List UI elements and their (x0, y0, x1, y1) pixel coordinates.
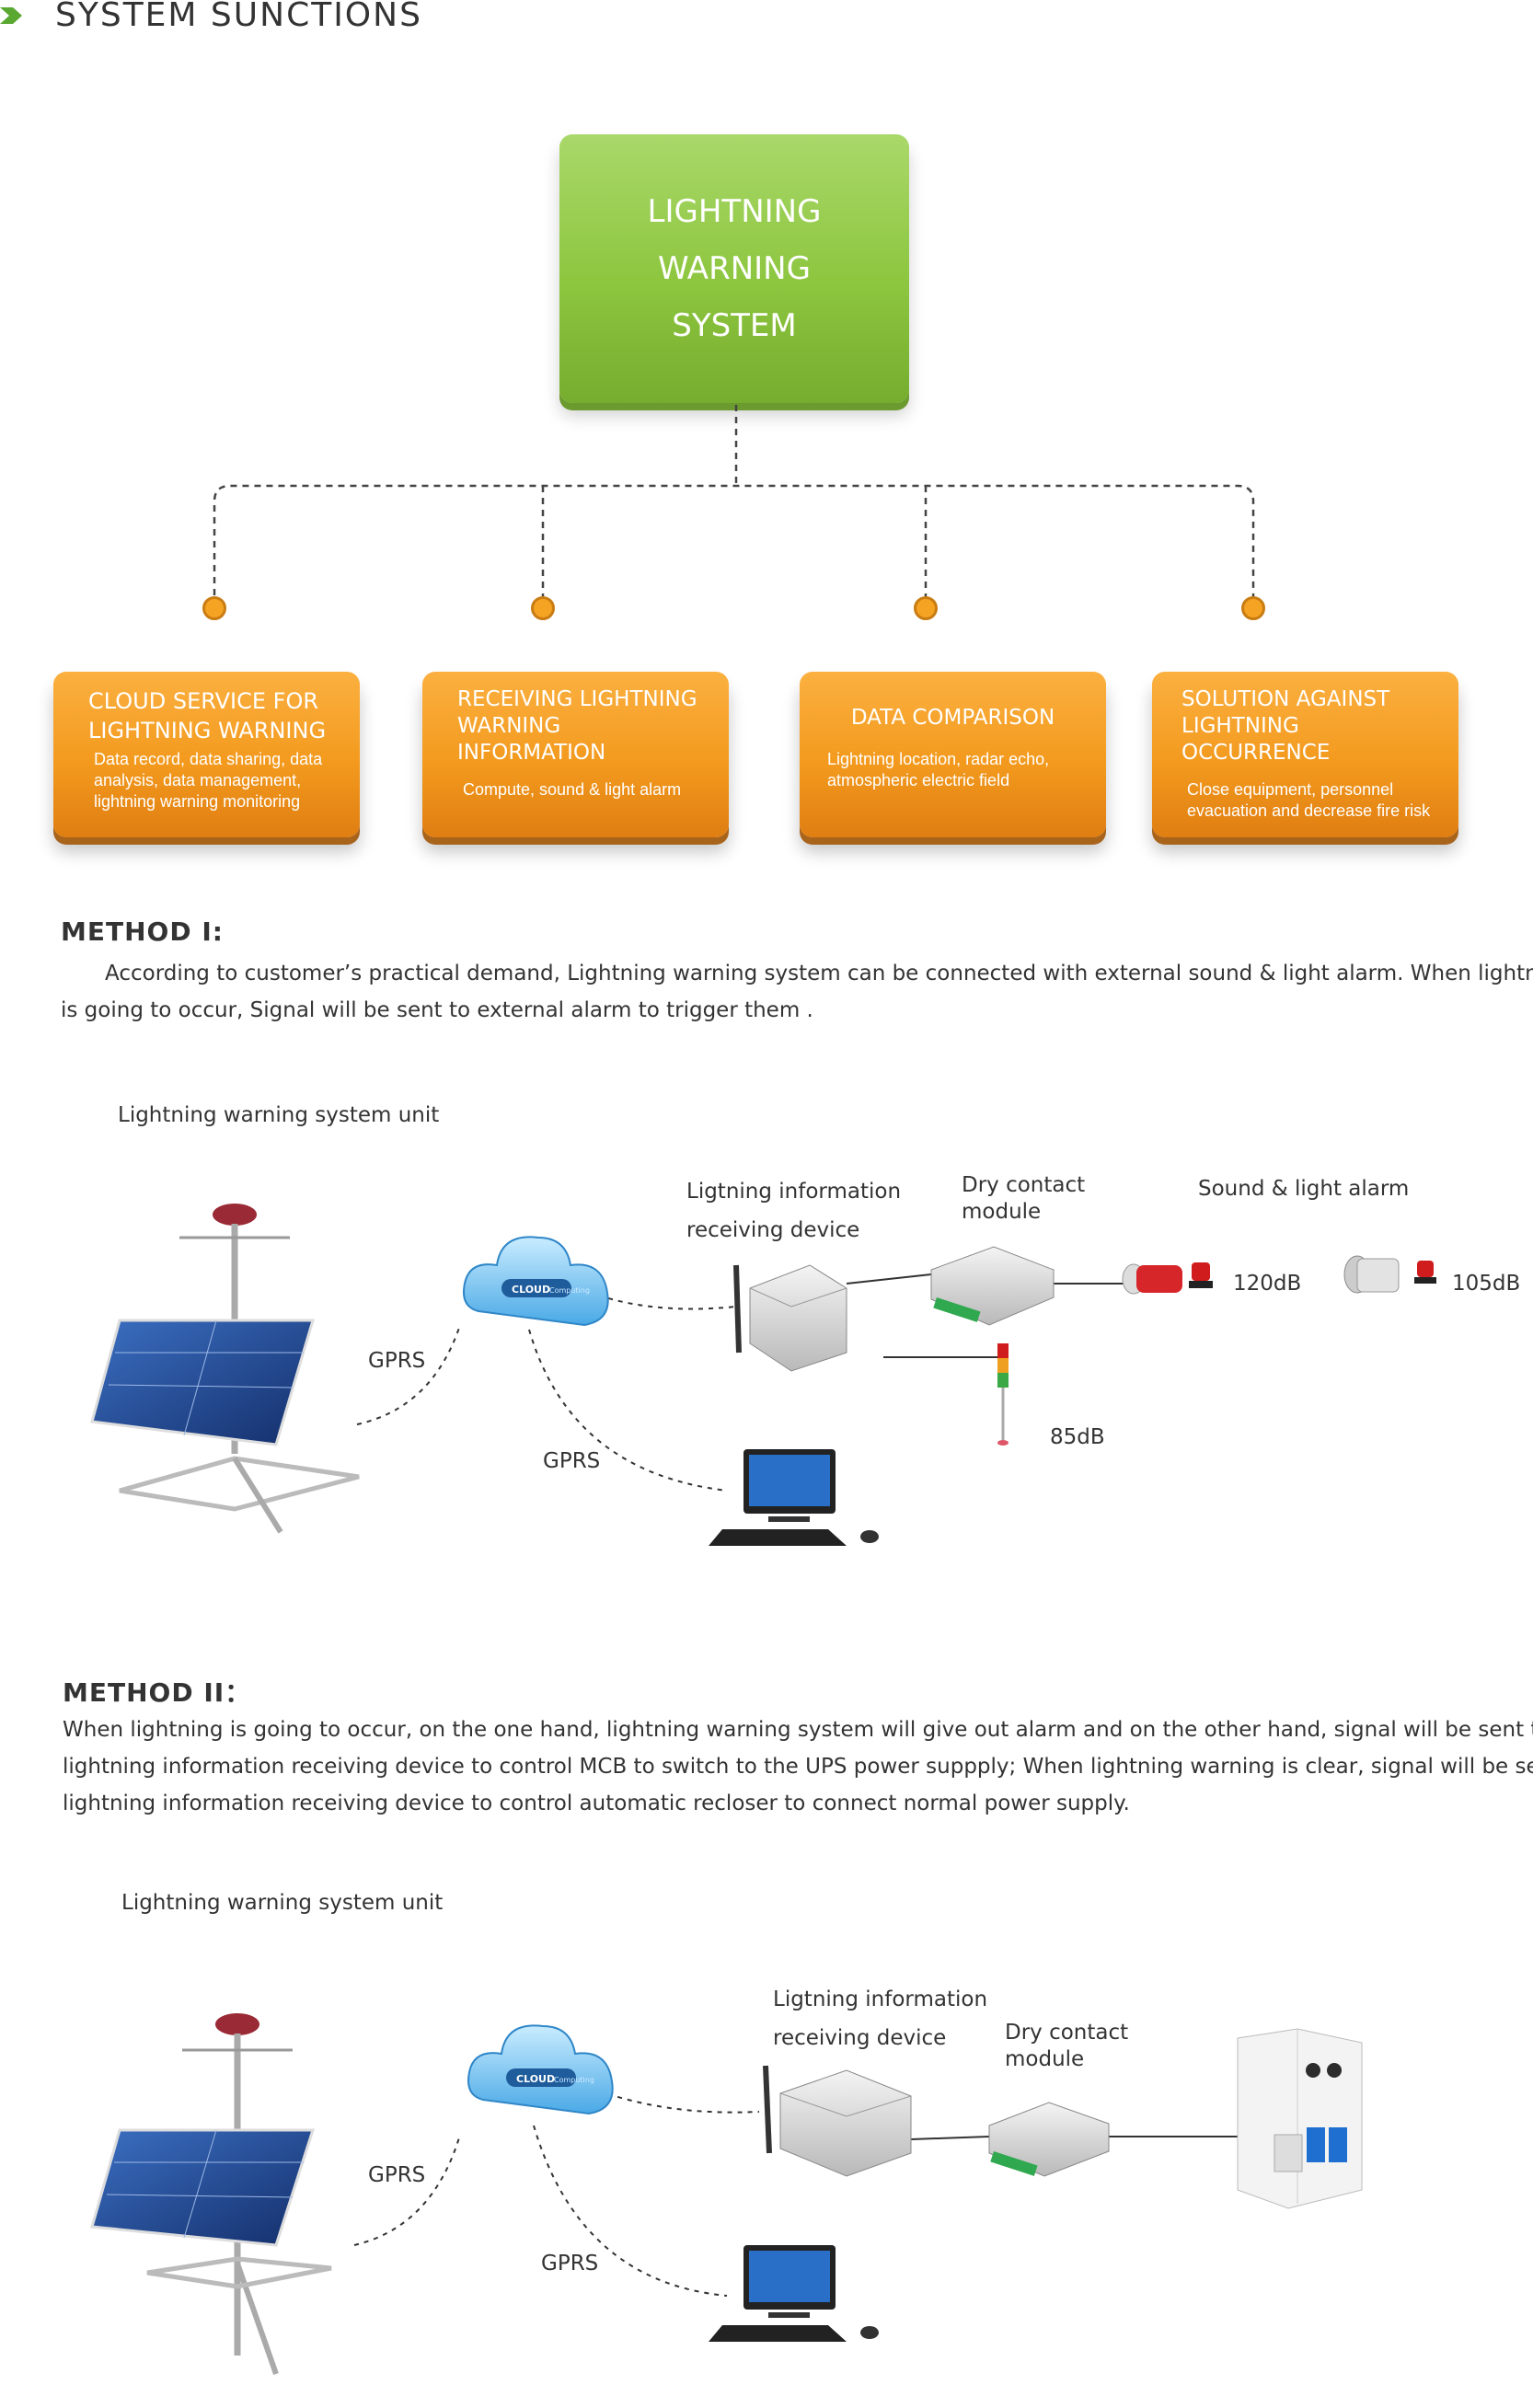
gprs-link-2 (353, 2134, 461, 2246)
unit-label-1: Lightning warning system unit (118, 1103, 440, 1127)
function-title: DATA COMPARISON (850, 706, 1055, 730)
gprs-label-2b: GPRS (541, 2252, 599, 2276)
alarm-label: Sound & light alarm (1198, 1177, 1410, 1201)
function-box-receiving: RECEIVING LIGHTNING WARNING INFORMATION … (422, 672, 729, 837)
dry-contact-module-icon (930, 1246, 1055, 1326)
root-line-2: SYSTEM (672, 307, 797, 344)
solar-station-icon (90, 1204, 360, 1534)
function-box-cloud-service: CLOUD SERVICE FOR LIGHTNING WARNING Data… (53, 672, 360, 837)
receiver-label-1: Ligtning information receiving device (686, 1180, 902, 1242)
db85-label: 85dB (1050, 1425, 1105, 1449)
function-desc: Data record, data sharing, data analysis… (94, 750, 323, 811)
function-desc: Compute, sound & light alarm (463, 780, 682, 799)
receiver-label-2: Ligtning information receiving device (773, 1987, 988, 2050)
receiver-device-icon (733, 1264, 847, 1372)
node-dot-1 (202, 596, 226, 620)
branch-line (213, 484, 1255, 607)
function-desc: Lightning location, radar echo, atmosphe… (827, 750, 1050, 789)
function-box-data-comparison: DATA COMPARISON Lightning location, rada… (800, 672, 1106, 837)
method-2-paragraph: When lightning is going to occur, on the… (63, 1718, 1533, 1815)
method-2-heading: METHOD II： (63, 1677, 252, 1708)
cloud-label: CLOUD (512, 1284, 550, 1296)
function-title: CLOUD SERVICE FOR LIGHTNING WARNING (88, 688, 327, 743)
computer-monitor-icon (709, 1449, 879, 1546)
cloud-receiver-link-2 (588, 2086, 760, 2114)
db105-label: 105dB (1452, 1272, 1521, 1296)
cloud-label: CLOUD (516, 2073, 555, 2085)
receiver-drycontact-link-2 (910, 2136, 990, 2140)
cloud-icon: CLOUD Computing (463, 1236, 609, 1327)
method-2-network: CLOUD Computing (90, 2013, 1363, 2375)
siren-icon (1122, 1262, 1213, 1295)
function-box-solution: SOLUTION AGAINST LIGHTNING OCCURRENCE Cl… (1152, 672, 1458, 837)
tree-connectors (213, 405, 1255, 607)
gprs-label-1b: GPRS (543, 1449, 601, 1473)
cloud-sub-label: Computing (549, 1286, 590, 1295)
root-system-box: LIGHTNING WARNING SYSTEM (559, 134, 909, 403)
receiver-drycontact-link (846, 1273, 932, 1285)
gprs-label-1a: GPRS (368, 1349, 426, 1373)
db120-label: 120dB (1233, 1272, 1302, 1296)
method-1-paragraph: According to customer’s practical demand… (61, 962, 1533, 1022)
cloud-receiver-link (579, 1287, 737, 1310)
horn-speaker-icon (1343, 1255, 1436, 1294)
dry-contact-module-icon (988, 2102, 1110, 2177)
method-1-network: CLOUD Computing (90, 1204, 1436, 1546)
drycontact-label-1: Dry contact module (962, 1173, 1086, 1224)
circuit-breaker-icon (1237, 2028, 1363, 2209)
section-title: SYSTEM SUNCTIONS (55, 0, 422, 34)
function-title: RECEIVING LIGHTNING WARNING INFORMATION (457, 687, 697, 765)
node-dot-2 (531, 596, 555, 620)
function-desc: Close equipment, personnel evacuation an… (1187, 780, 1431, 820)
function-title: SOLUTION AGAINST LIGHTNING OCCURRENCE (1181, 687, 1390, 765)
computer-monitor-icon (709, 2245, 879, 2342)
gprs-link-1 (356, 1324, 461, 1425)
root-line-1: LIGHTNING WARNING (647, 193, 822, 287)
drycontact-label-2: Dry contact module (1005, 2021, 1129, 2071)
cloud-sub-label: Computing (554, 2076, 594, 2084)
node-dot-3 (914, 596, 938, 620)
signal-tower-light-icon (997, 1343, 1009, 1446)
receiver-tower-link (883, 1345, 1004, 1358)
receiver-device-icon (763, 2065, 912, 2177)
gprs-label-2a: GPRS (368, 2163, 426, 2187)
chevron-right-icon (0, 7, 22, 24)
method-1-heading: METHOD I: (61, 916, 224, 947)
cloud-computer-link-2 (533, 2125, 728, 2297)
node-dot-4 (1241, 596, 1265, 620)
cloud-computer-link (528, 1329, 728, 1492)
unit-label-2: Lightning warning system unit (121, 1891, 444, 1915)
cloud-icon: CLOUD Computing (467, 2024, 614, 2115)
solar-station-icon (90, 2013, 332, 2375)
